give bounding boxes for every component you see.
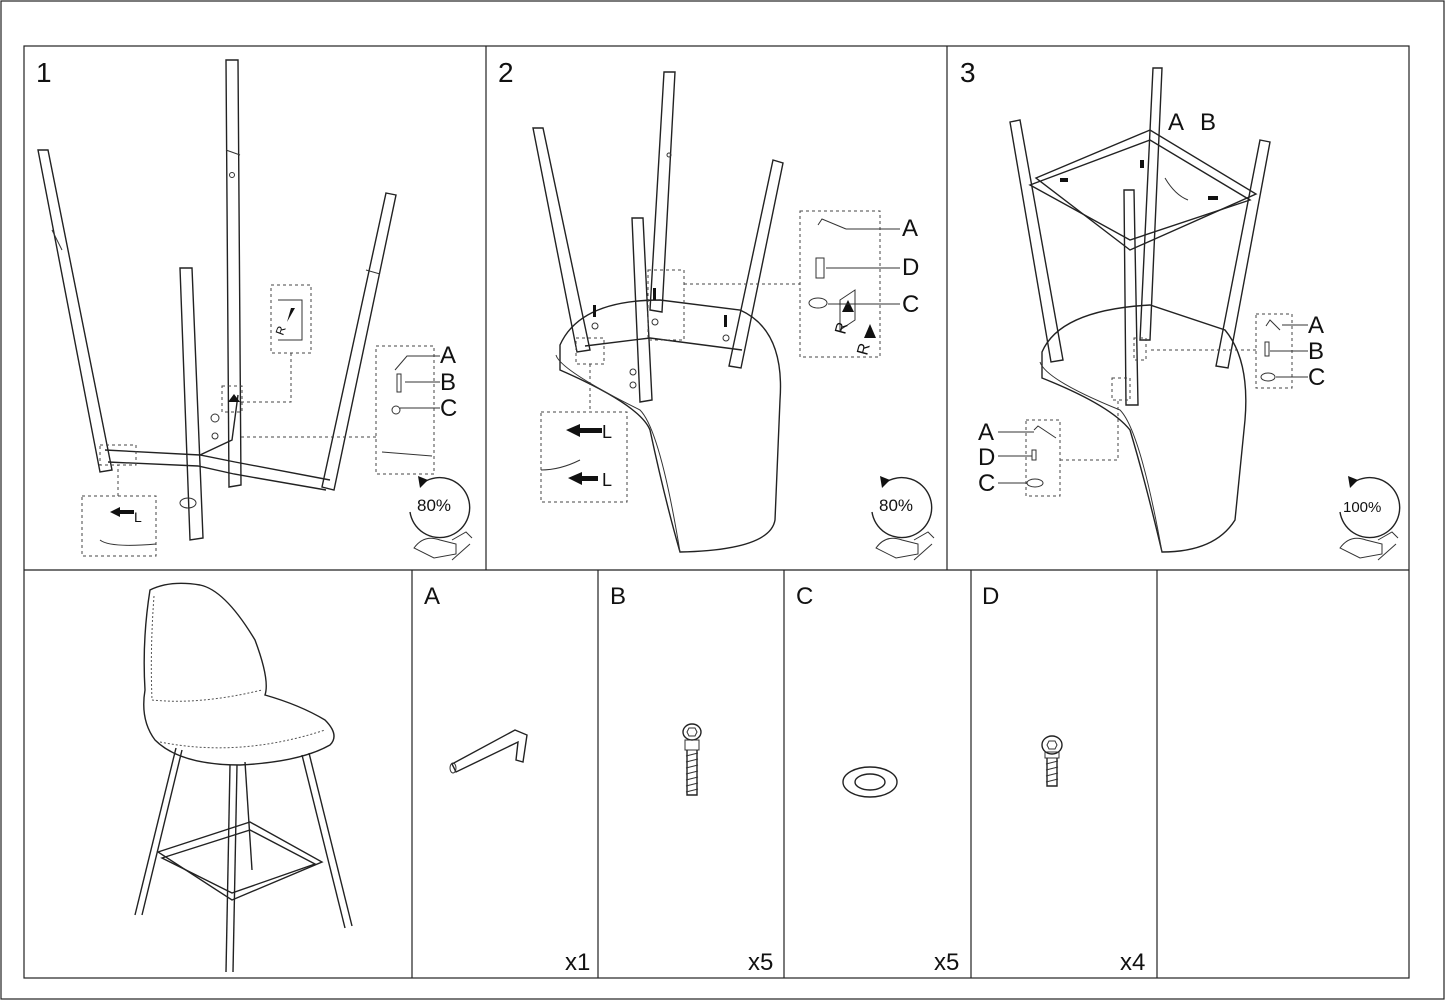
callout-b-top: B xyxy=(1200,109,1216,136)
callout-a: A xyxy=(902,215,918,242)
washer-icon xyxy=(842,766,898,798)
step-3-callout-left: A D C xyxy=(978,400,1119,497)
part-quantity: x5 xyxy=(934,949,959,976)
step-1-detail-l: L xyxy=(81,465,157,557)
step-3-tighten-badge: 100% xyxy=(1339,476,1401,561)
rotation-percent: 80% xyxy=(879,496,913,515)
allen-key-icon xyxy=(449,729,528,774)
part-c-cell: C x5 xyxy=(796,583,959,976)
part-letter: D xyxy=(982,583,999,610)
callout-c: C xyxy=(1308,364,1325,391)
step-3-legs: A B xyxy=(1009,67,1271,406)
callout-c: C xyxy=(978,470,995,497)
step-2-detail-l: L L xyxy=(540,364,628,503)
hand-allen-key-icon xyxy=(1339,531,1399,561)
callout-a: A xyxy=(1308,312,1324,339)
step-2-number: 2 xyxy=(498,57,514,88)
step-1-legs xyxy=(37,59,397,541)
zoom-label-l-lower: L xyxy=(602,470,612,490)
step-2-tighten-badge: 80% xyxy=(871,476,935,561)
zoom-label-l: L xyxy=(134,509,142,525)
callout-a: A xyxy=(440,342,456,369)
step-1-panel: 1 xyxy=(36,57,473,561)
callout-b: B xyxy=(440,369,456,396)
step-2-panel: 2 xyxy=(498,57,935,561)
callout-b: B xyxy=(1308,338,1324,365)
part-quantity: x4 xyxy=(1120,949,1145,976)
long-bolt-icon xyxy=(682,723,702,796)
part-a-cell: A x1 xyxy=(424,583,590,976)
part-b-cell: B x5 xyxy=(610,583,773,976)
step-2-legs xyxy=(532,71,784,403)
step-2-seat xyxy=(555,299,782,553)
step-3-callout-right: A B C xyxy=(1148,312,1325,391)
step-3-seat xyxy=(1039,304,1247,553)
step-3-panel: 3 A B xyxy=(960,57,1401,561)
zoom-label-l-upper: L xyxy=(602,422,612,442)
callout-c: C xyxy=(440,395,457,422)
hand-allen-key-icon xyxy=(875,531,935,561)
part-letter: A xyxy=(424,583,440,610)
part-quantity: x1 xyxy=(565,949,590,976)
zoom-label-r: R xyxy=(273,324,289,337)
part-d-cell: D x4 xyxy=(982,583,1145,976)
zoom-label-r-lower: R xyxy=(854,341,873,357)
callout-d: D xyxy=(978,444,995,471)
step-1-number: 1 xyxy=(36,57,52,88)
hand-allen-key-icon xyxy=(413,531,473,561)
part-quantity: x5 xyxy=(748,949,773,976)
panel-grid xyxy=(23,45,1410,979)
finished-stool xyxy=(134,582,353,973)
step-3-number: 3 xyxy=(960,57,976,88)
callout-a-top: A xyxy=(1168,109,1184,136)
step-2-detail-r: R R A D C xyxy=(684,210,919,358)
rotation-percent: 100% xyxy=(1343,499,1381,516)
step-1-tighten-badge: 80% xyxy=(409,476,473,561)
callout-c: C xyxy=(902,291,919,318)
step-1-hardware-callout: A B C xyxy=(240,342,457,475)
callout-a: A xyxy=(978,419,994,446)
zoom-label-r-upper: R xyxy=(832,320,851,336)
rotation-percent: 80% xyxy=(417,496,451,515)
short-bolt-icon xyxy=(1041,735,1063,787)
step-1-detail-r: R xyxy=(238,284,312,403)
part-letter: B xyxy=(610,583,626,610)
callout-d: D xyxy=(902,254,919,281)
part-letter: C xyxy=(796,583,813,610)
